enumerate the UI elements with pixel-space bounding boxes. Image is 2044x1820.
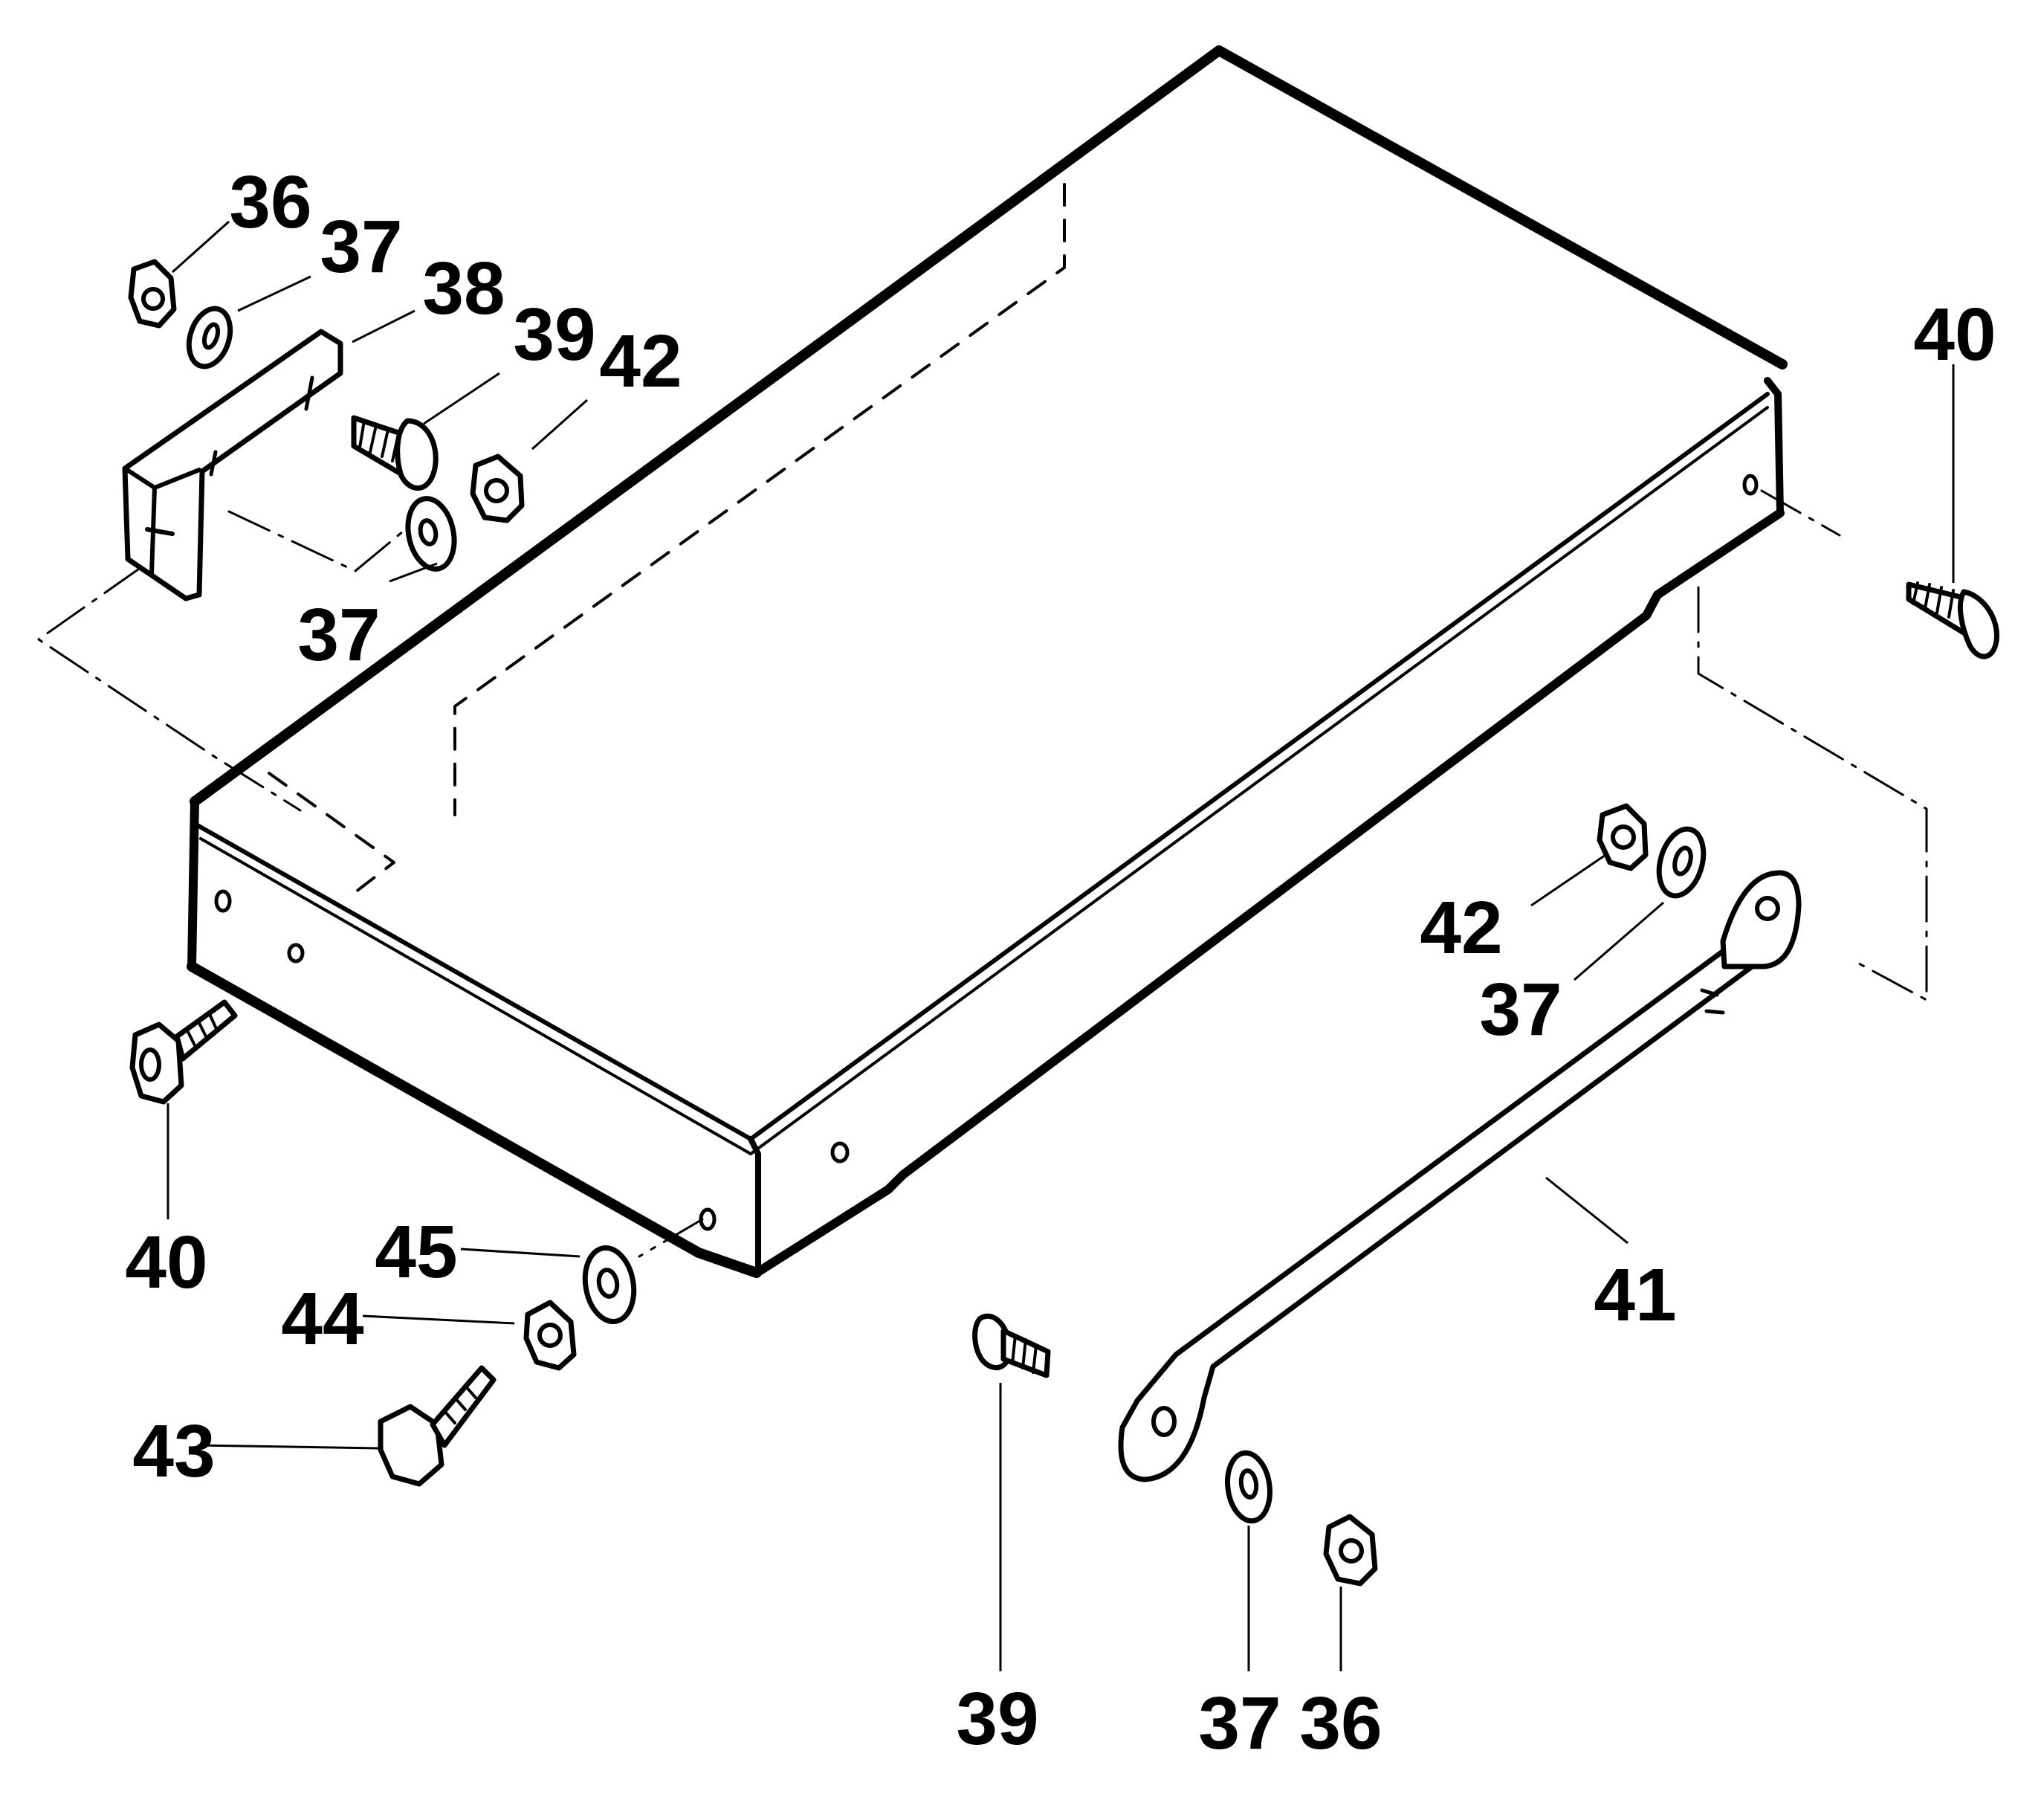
screw-39-bottom — [972, 1313, 1051, 1378]
part-labels: 36 37 38 39 42 37 40 40 45 44 43 42 37 4… — [125, 161, 1996, 1765]
screw-39-top — [351, 415, 439, 491]
nut-44 — [523, 1300, 577, 1371]
label-37-top: 37 — [320, 205, 402, 288]
bracket-part-38 — [122, 329, 343, 601]
washer-37-right — [1656, 826, 1707, 899]
label-40-left: 40 — [125, 1221, 207, 1304]
label-36-top: 36 — [229, 161, 311, 244]
label-39-bottom: 39 — [956, 1677, 1038, 1761]
nut-36-bottom — [1323, 1514, 1378, 1587]
label-45: 45 — [375, 1210, 457, 1294]
strut-part-41 — [1118, 870, 1802, 1482]
washer-37-mid — [405, 496, 457, 572]
label-42-right: 42 — [1420, 886, 1502, 969]
washer-37-bottom — [1225, 1450, 1272, 1524]
label-40-right: 40 — [1913, 293, 1996, 376]
screw-40-right — [1906, 581, 1999, 659]
label-39-top: 39 — [513, 293, 595, 376]
bolt-43 — [378, 1365, 497, 1487]
label-43: 43 — [132, 1410, 215, 1493]
tray-body — [187, 45, 1788, 1278]
nut-36-top — [128, 259, 177, 329]
bolt-40-left — [129, 999, 238, 1105]
label-37-bottom: 37 — [1198, 1682, 1281, 1765]
leader-lines — [166, 220, 1955, 1671]
washer-37-top — [186, 306, 233, 370]
washer-45 — [582, 1245, 637, 1325]
label-44: 44 — [281, 1277, 364, 1361]
assembly-lines — [37, 489, 1928, 1258]
nut-42-top — [470, 454, 525, 523]
label-36-bottom: 36 — [1299, 1682, 1382, 1765]
label-37-right: 37 — [1479, 968, 1562, 1051]
nut-42-right — [1597, 803, 1649, 871]
label-37-mid: 37 — [297, 593, 380, 677]
label-42-top: 42 — [599, 320, 682, 403]
label-41: 41 — [1594, 1253, 1676, 1337]
label-38: 38 — [422, 247, 505, 330]
